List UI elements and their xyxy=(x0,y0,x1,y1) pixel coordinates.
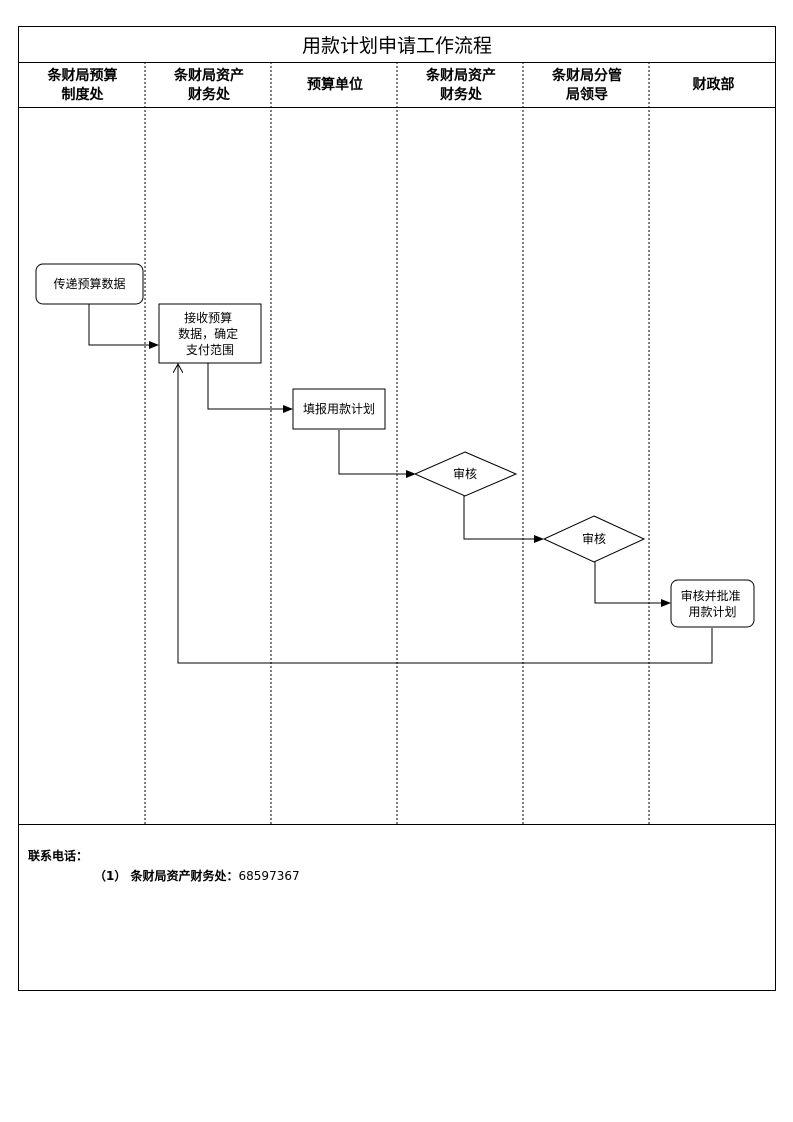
node-label-line: 审核并批准 xyxy=(681,588,741,603)
node-label-line: 传递预算数据 xyxy=(53,276,125,291)
connector-n2-n3 xyxy=(207,363,293,413)
lane-dividers xyxy=(144,62,650,824)
lane-header-finance-ministry: 财政部 xyxy=(692,77,735,93)
node-review-asset-finance: 审核 xyxy=(413,451,518,497)
flowchart-frame: 用款计划申请工作流程 条财局预算 制度处 条财局资产 财务处 预算单位 条财局资… xyxy=(18,26,776,991)
node-label-line: 数据，确定 xyxy=(178,326,238,341)
node-label: 填报用款计划 xyxy=(303,401,375,416)
node-label: 审核 xyxy=(453,466,477,481)
node-label: 接收预算 数据，确定 支付范围 xyxy=(178,310,242,357)
node-label-line: 填报用款计划 xyxy=(303,401,375,416)
contact-footer: 联系电话： （1） 条财局资产财务处：68597367 xyxy=(19,825,775,991)
node-label: 审核 xyxy=(582,531,606,546)
lane-header-row: 条财局预算 制度处 条财局资产 财务处 预算单位 条财局资产 财务处 条财局分管… xyxy=(19,63,775,108)
node-shape xyxy=(670,579,755,628)
connectors xyxy=(88,304,713,664)
node-label-line: 审核 xyxy=(453,466,477,481)
swimlane-body xyxy=(19,108,775,825)
lane-header-budget-unit: 预算单位 xyxy=(307,77,363,93)
node-label: 审核并批准 用款计划 xyxy=(681,588,745,619)
connector-n3-n4 xyxy=(338,430,416,478)
contact-department: （1） 条财局资产财务处： xyxy=(94,869,239,883)
lane-header-asset-finance-1: 条财局资产 财务处 xyxy=(174,67,244,103)
node-transmit-budget-data: 传递预算数据 xyxy=(35,263,144,305)
node-fill-payment-plan: 填报用款计划 xyxy=(292,388,386,430)
node-label-line: 接收预算 xyxy=(184,310,232,325)
decision-diamond xyxy=(413,451,518,497)
contact-label: 联系电话： xyxy=(28,849,89,863)
node-label-line: 审核 xyxy=(582,531,606,546)
node-approve-payment-plan: 审核并批准 用款计划 xyxy=(670,579,755,628)
node-shape xyxy=(158,303,262,364)
contact-line: （1） 条财局资产财务处：68597367 xyxy=(94,867,300,884)
connector-n6-n2-return xyxy=(178,364,713,664)
connector-n4-n5 xyxy=(463,496,544,543)
lane-header-asset-finance-2: 条财局资产 财务处 xyxy=(426,67,496,103)
decision-diamond xyxy=(542,515,646,563)
node-label-line: 支付范围 xyxy=(186,343,234,357)
node-label-line: 用款计划 xyxy=(688,605,736,619)
contact-phone-number: 68597367 xyxy=(238,869,300,883)
node-receive-budget-data: 接收预算 数据，确定 支付范围 xyxy=(158,303,262,364)
node-shape xyxy=(292,388,386,430)
connector-n1-n2 xyxy=(88,304,159,349)
node-shape xyxy=(35,263,144,305)
lane-header-budget-system: 条财局预算 制度处 xyxy=(47,67,118,103)
node-review-bureau-leader: 审核 xyxy=(542,515,646,563)
lane-header-bureau-leader: 条财局分管 局领导 xyxy=(552,67,622,103)
node-label: 传递预算数据 xyxy=(53,276,125,291)
connector-n5-n6 xyxy=(594,562,671,607)
